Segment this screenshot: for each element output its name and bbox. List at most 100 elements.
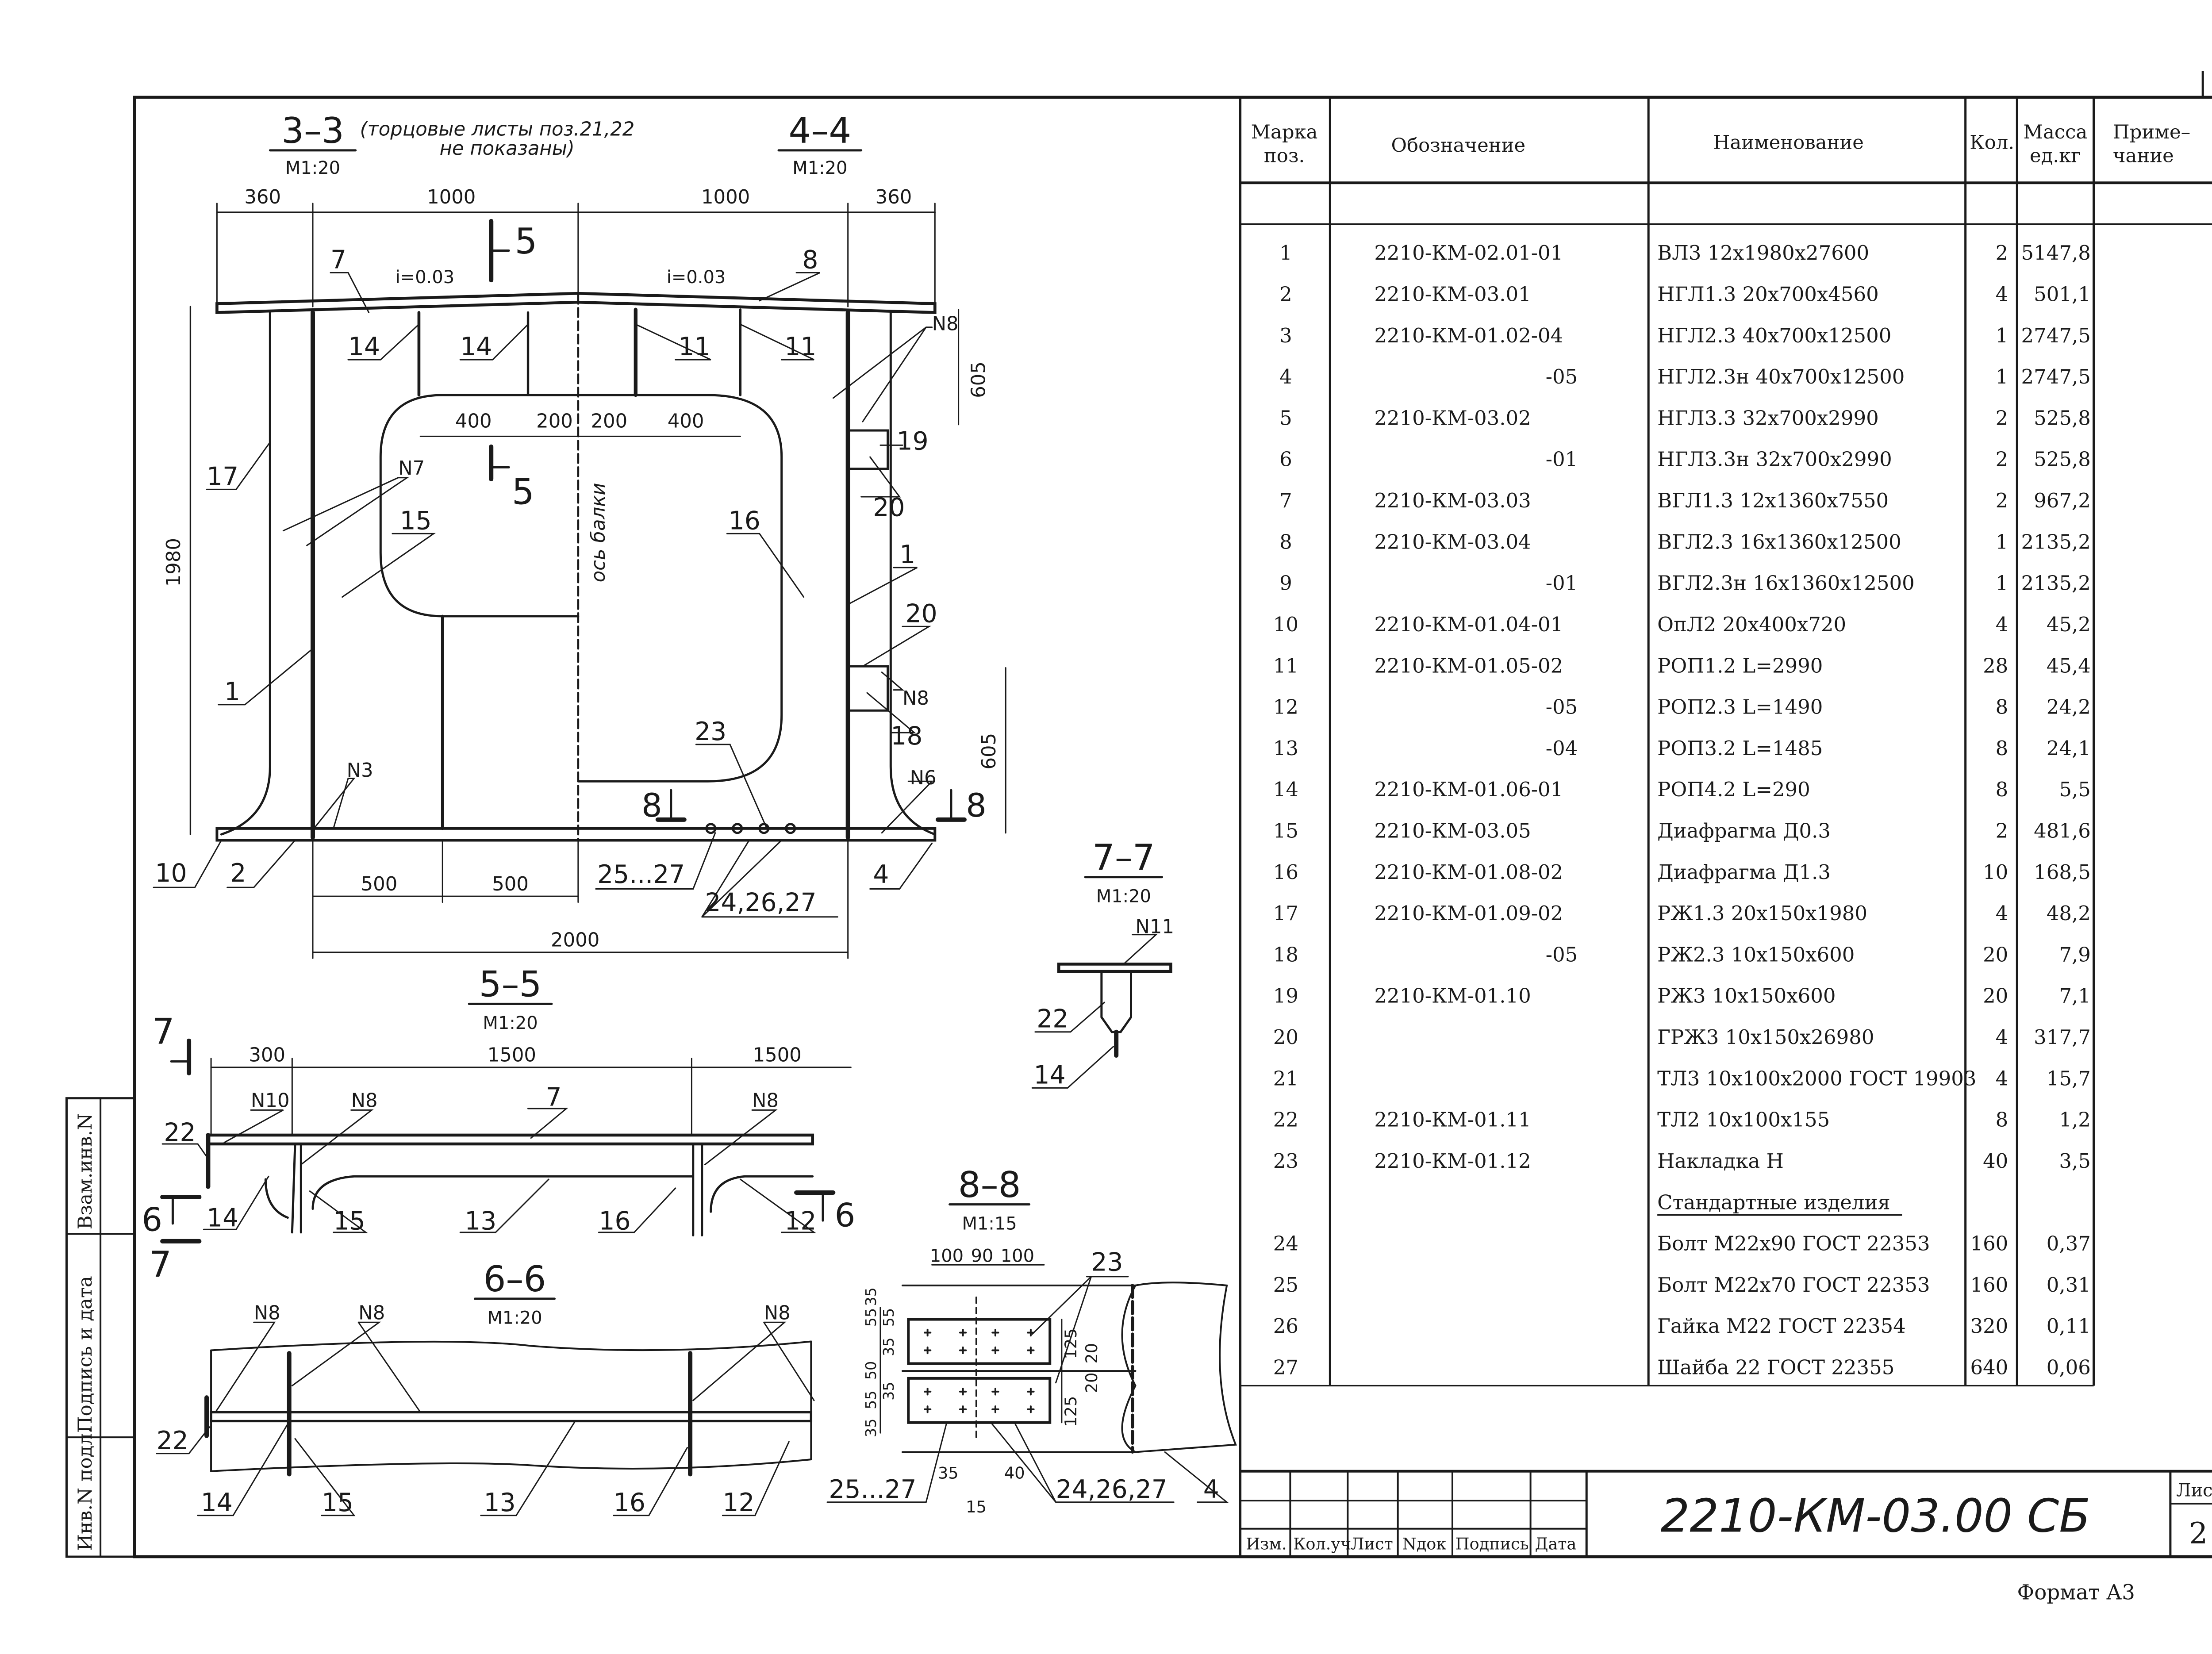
spec-row-pos: 14	[1273, 778, 1298, 801]
pos-1-left: 1	[224, 677, 240, 706]
spec-row-pos: 20	[1273, 1025, 1298, 1049]
section-7-7: 7–7 М1:20 N11 22 14	[1031, 837, 1175, 1090]
spec-row-pos: 23	[1273, 1149, 1298, 1173]
spec-row-name: НГЛ3.3 32x700x2990	[1657, 406, 1879, 430]
dim-55-a: 55	[862, 1308, 879, 1327]
spec-row-mass: 15,7	[2047, 1067, 2091, 1090]
view-3-3-note-2: не показаны)	[440, 138, 575, 160]
spec-row-qty: 10	[1983, 860, 2008, 884]
spec-row-code: -05	[1546, 943, 1578, 966]
sheet-number: 2	[2189, 1516, 2208, 1550]
spec-row-name: ГРЖ3 10x150x26980	[1657, 1025, 1874, 1049]
pos-15: 15	[400, 506, 432, 535]
spec-row-pos: 13	[1273, 737, 1298, 760]
dim-125-b: 125	[1061, 1396, 1080, 1427]
spec-header-code: Обозначение	[1391, 134, 1525, 157]
spec-row-code: 2210-КМ-02.01-01	[1374, 241, 1563, 265]
spec-row-name: Гайка М22 ГОСТ 22354	[1657, 1314, 1906, 1338]
spec-header-note-2: чание	[2113, 145, 2174, 167]
pos-24-26-27-88: 24,26,27	[1056, 1475, 1167, 1504]
cut-8-left: 8	[641, 787, 662, 825]
specification-table: Марка поз. Обозначение Наименование Кол.…	[1240, 97, 2212, 1387]
spec-row-mass: 5147,8	[2021, 241, 2091, 265]
pos-22-77: 22	[1037, 1005, 1068, 1034]
spec-row-qty: 2	[1996, 406, 2008, 430]
spec-row-pos: 25	[1273, 1273, 1298, 1297]
spec-row-qty: 4	[1996, 902, 2008, 925]
dim-90: 90	[971, 1246, 993, 1266]
dim-50: 50	[862, 1361, 879, 1380]
pos-17: 17	[207, 462, 238, 491]
stamp-izm: Изм.	[1246, 1534, 1286, 1553]
pos-7: 7	[330, 246, 346, 275]
spec-row-code: -05	[1546, 695, 1578, 719]
spec-row-qty: 4	[1996, 1067, 2008, 1090]
pos-13-55: 13	[465, 1206, 496, 1236]
pos-1-right: 1	[899, 540, 915, 569]
pos-2: 2	[230, 859, 246, 888]
view-8-8-scale: М1:15	[962, 1213, 1017, 1234]
spec-row-name: РЖ1.3 20x150x1980	[1657, 902, 1867, 925]
weld-n3: N3	[347, 760, 373, 782]
dim-400-b: 400	[668, 410, 704, 432]
spec-row-pos: 5	[1279, 406, 1292, 430]
dim-35-a: 35	[862, 1287, 879, 1306]
dim-360-right: 360	[876, 186, 912, 208]
spec-row-pos: 2	[1279, 282, 1292, 306]
spec-row-name: РОП1.2 L=2990	[1657, 654, 1823, 677]
weld-n8-55b: N8	[752, 1090, 779, 1112]
spec-row-qty: 1	[1996, 365, 2008, 388]
pos-4-a: 4	[873, 860, 889, 889]
spec-row-name: Диафрагма Д1.3	[1657, 860, 1831, 884]
spec-header-pos-1: Марка	[1251, 121, 1318, 143]
position-leaders: 7 8 14 14 11 11 17 15 16 1 1 N7 N8	[153, 246, 959, 918]
weld-n8-mid: N8	[902, 687, 929, 710]
spec-row-name: НГЛ2.3 40x700x12500	[1657, 324, 1891, 347]
slope-left: i=0.03	[396, 267, 455, 288]
sheet-label: Лист	[2176, 1480, 2212, 1500]
spec-row-name: Болт М22x90 ГОСТ 22353	[1657, 1232, 1930, 1255]
pos-23-a: 23	[695, 717, 726, 746]
spec-row-pos: 9	[1279, 572, 1292, 595]
pos-25-27-88: 25...27	[829, 1475, 916, 1504]
spec-row-qty: 320	[1970, 1314, 2008, 1338]
spec-row-pos: 22	[1273, 1108, 1298, 1132]
stamp-sign: Подпись	[1455, 1534, 1529, 1553]
weld-n11: N11	[1136, 916, 1175, 938]
spec-row-mass: 2747,5	[2021, 365, 2091, 388]
spec-row-qty: 1	[1996, 324, 2008, 347]
spec-row-name: ВГЛ2.3н 16x1360x12500	[1657, 572, 1915, 595]
spec-row-code: 2210-КМ-01.05-02	[1374, 654, 1563, 677]
pos-7-55: 7	[546, 1082, 562, 1112]
spec-row-name: НГЛ2.3н 40x700x12500	[1657, 365, 1905, 388]
cut-6-b: 6	[835, 1197, 856, 1235]
format-note: Формат А3	[2017, 1581, 2135, 1605]
spec-row-qty: 8	[1996, 778, 2008, 801]
spec-row-code: 2210-КМ-03.02	[1374, 406, 1531, 430]
spec-row-pos: 6	[1279, 448, 1292, 471]
spec-row-qty: 2	[1996, 819, 2008, 842]
stamp-kolvo: Кол.уч	[1293, 1534, 1351, 1553]
spec-row-pos: 11	[1273, 654, 1298, 677]
spec-row-mass: 525,8	[2034, 448, 2091, 471]
dim-35-d: 35	[862, 1419, 879, 1437]
stamp-ndok: Nдок	[1402, 1534, 1447, 1553]
weld-n10: N10	[251, 1090, 290, 1112]
view-5-5-scale: М1:20	[483, 1013, 538, 1033]
dim-100-b: 100	[1001, 1246, 1034, 1266]
spec-row-name: ОпЛ2 20x400x720	[1657, 613, 1846, 636]
pos-10: 10	[155, 859, 187, 888]
spec-row-mass: 1,2	[2059, 1108, 2091, 1132]
cut-5-bottom: 5	[512, 472, 534, 513]
cut-7-b: 7	[149, 1244, 172, 1285]
spec-row-code: 2210-КМ-03.03	[1374, 489, 1531, 512]
spec-row-pos: 1	[1279, 241, 1292, 265]
spec-row-qty: 160	[1970, 1232, 2008, 1255]
slope-right: i=0.03	[667, 267, 726, 288]
pos-23-88: 23	[1091, 1248, 1123, 1277]
dim-605-top: 605	[968, 361, 990, 398]
dim-125-a: 125	[1061, 1328, 1080, 1359]
dim-15-bottom: 15	[966, 1497, 987, 1516]
spec-row-mass: 481,6	[2034, 819, 2091, 842]
